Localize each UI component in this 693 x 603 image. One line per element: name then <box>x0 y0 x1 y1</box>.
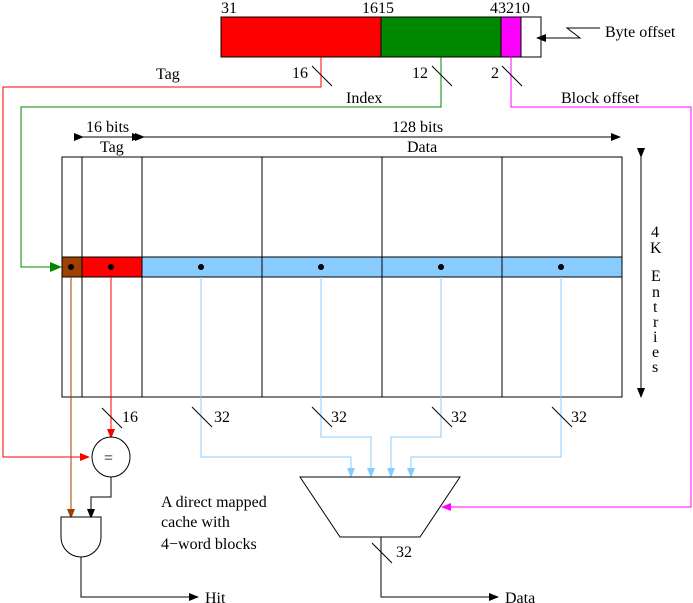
word-width-label: 32 <box>331 409 347 426</box>
tag-label: Tag <box>156 66 180 83</box>
hit-label: Hit <box>205 590 226 603</box>
entries-char: t <box>653 299 658 316</box>
comparator-symbol: = <box>104 450 113 467</box>
block-offset-width-label: 2 <box>491 65 499 82</box>
word-width-label: 32 <box>571 409 587 426</box>
block-offset-label: Block offset <box>561 90 640 107</box>
entries-char: K <box>650 240 662 257</box>
data-bits-label: 128 bits <box>392 119 443 136</box>
bit-label-16-15: 1615 <box>362 0 394 17</box>
tag-wire: 16 Tag <box>2 57 333 461</box>
comparator: = <box>87 436 131 519</box>
index-width-label: 12 <box>412 65 428 82</box>
word-width-label: 32 <box>451 409 467 426</box>
entries-char: s <box>652 359 658 376</box>
word-width-label: 32 <box>214 409 230 426</box>
entries-char: i <box>653 329 658 346</box>
byte-offset-pointer <box>536 27 600 42</box>
index-label: Index <box>346 90 382 107</box>
address-register: 31 1615 43210 Byte offset <box>220 0 676 58</box>
caption-line: cache with <box>161 514 230 531</box>
entries-char: e <box>652 344 659 361</box>
column-headers: 16 bits Tag 128 bits Data <box>74 119 621 156</box>
and-gate: Hit <box>60 516 226 603</box>
block-offset-wire: 2 Block offset <box>441 57 692 511</box>
address-field-block-offset <box>500 16 522 58</box>
data-out-label: Data <box>505 590 535 603</box>
bit-label-4-0: 43210 <box>490 0 530 17</box>
byte-offset-label: Byte offset <box>605 24 676 41</box>
address-field-index <box>380 16 502 58</box>
mux-out-width-label: 32 <box>396 544 412 561</box>
tag-width-label: 16 <box>292 65 308 82</box>
address-field-tag <box>220 16 382 58</box>
entries-char: n <box>652 284 660 301</box>
tag-bits-label: 16 bits <box>86 119 129 136</box>
multiplexer: 32 Data <box>299 476 535 603</box>
caption-line: 4−word blocks <box>161 536 257 553</box>
caption-line: A direct mapped <box>161 494 267 511</box>
index-wire: 12 Index <box>20 57 453 272</box>
bit-label-31: 31 <box>221 0 237 17</box>
entries-char: E <box>651 268 661 285</box>
address-field-byte-offset <box>520 16 542 58</box>
caption: A direct mapped cache with 4−word blocks <box>161 494 267 553</box>
stored-tag-width-label: 16 <box>122 409 138 426</box>
data-column-header: Data <box>407 139 437 156</box>
stored-tag-wire: 16 <box>101 277 138 439</box>
entries-char: r <box>653 314 659 331</box>
entries-indicator: 4 K E n t r i e s <box>637 148 662 398</box>
cache-array <box>61 156 623 398</box>
entries-char: 4 <box>651 224 659 241</box>
data-word-wires: 32 32 32 32 <box>191 277 587 478</box>
tag-column-header: Tag <box>100 139 124 156</box>
